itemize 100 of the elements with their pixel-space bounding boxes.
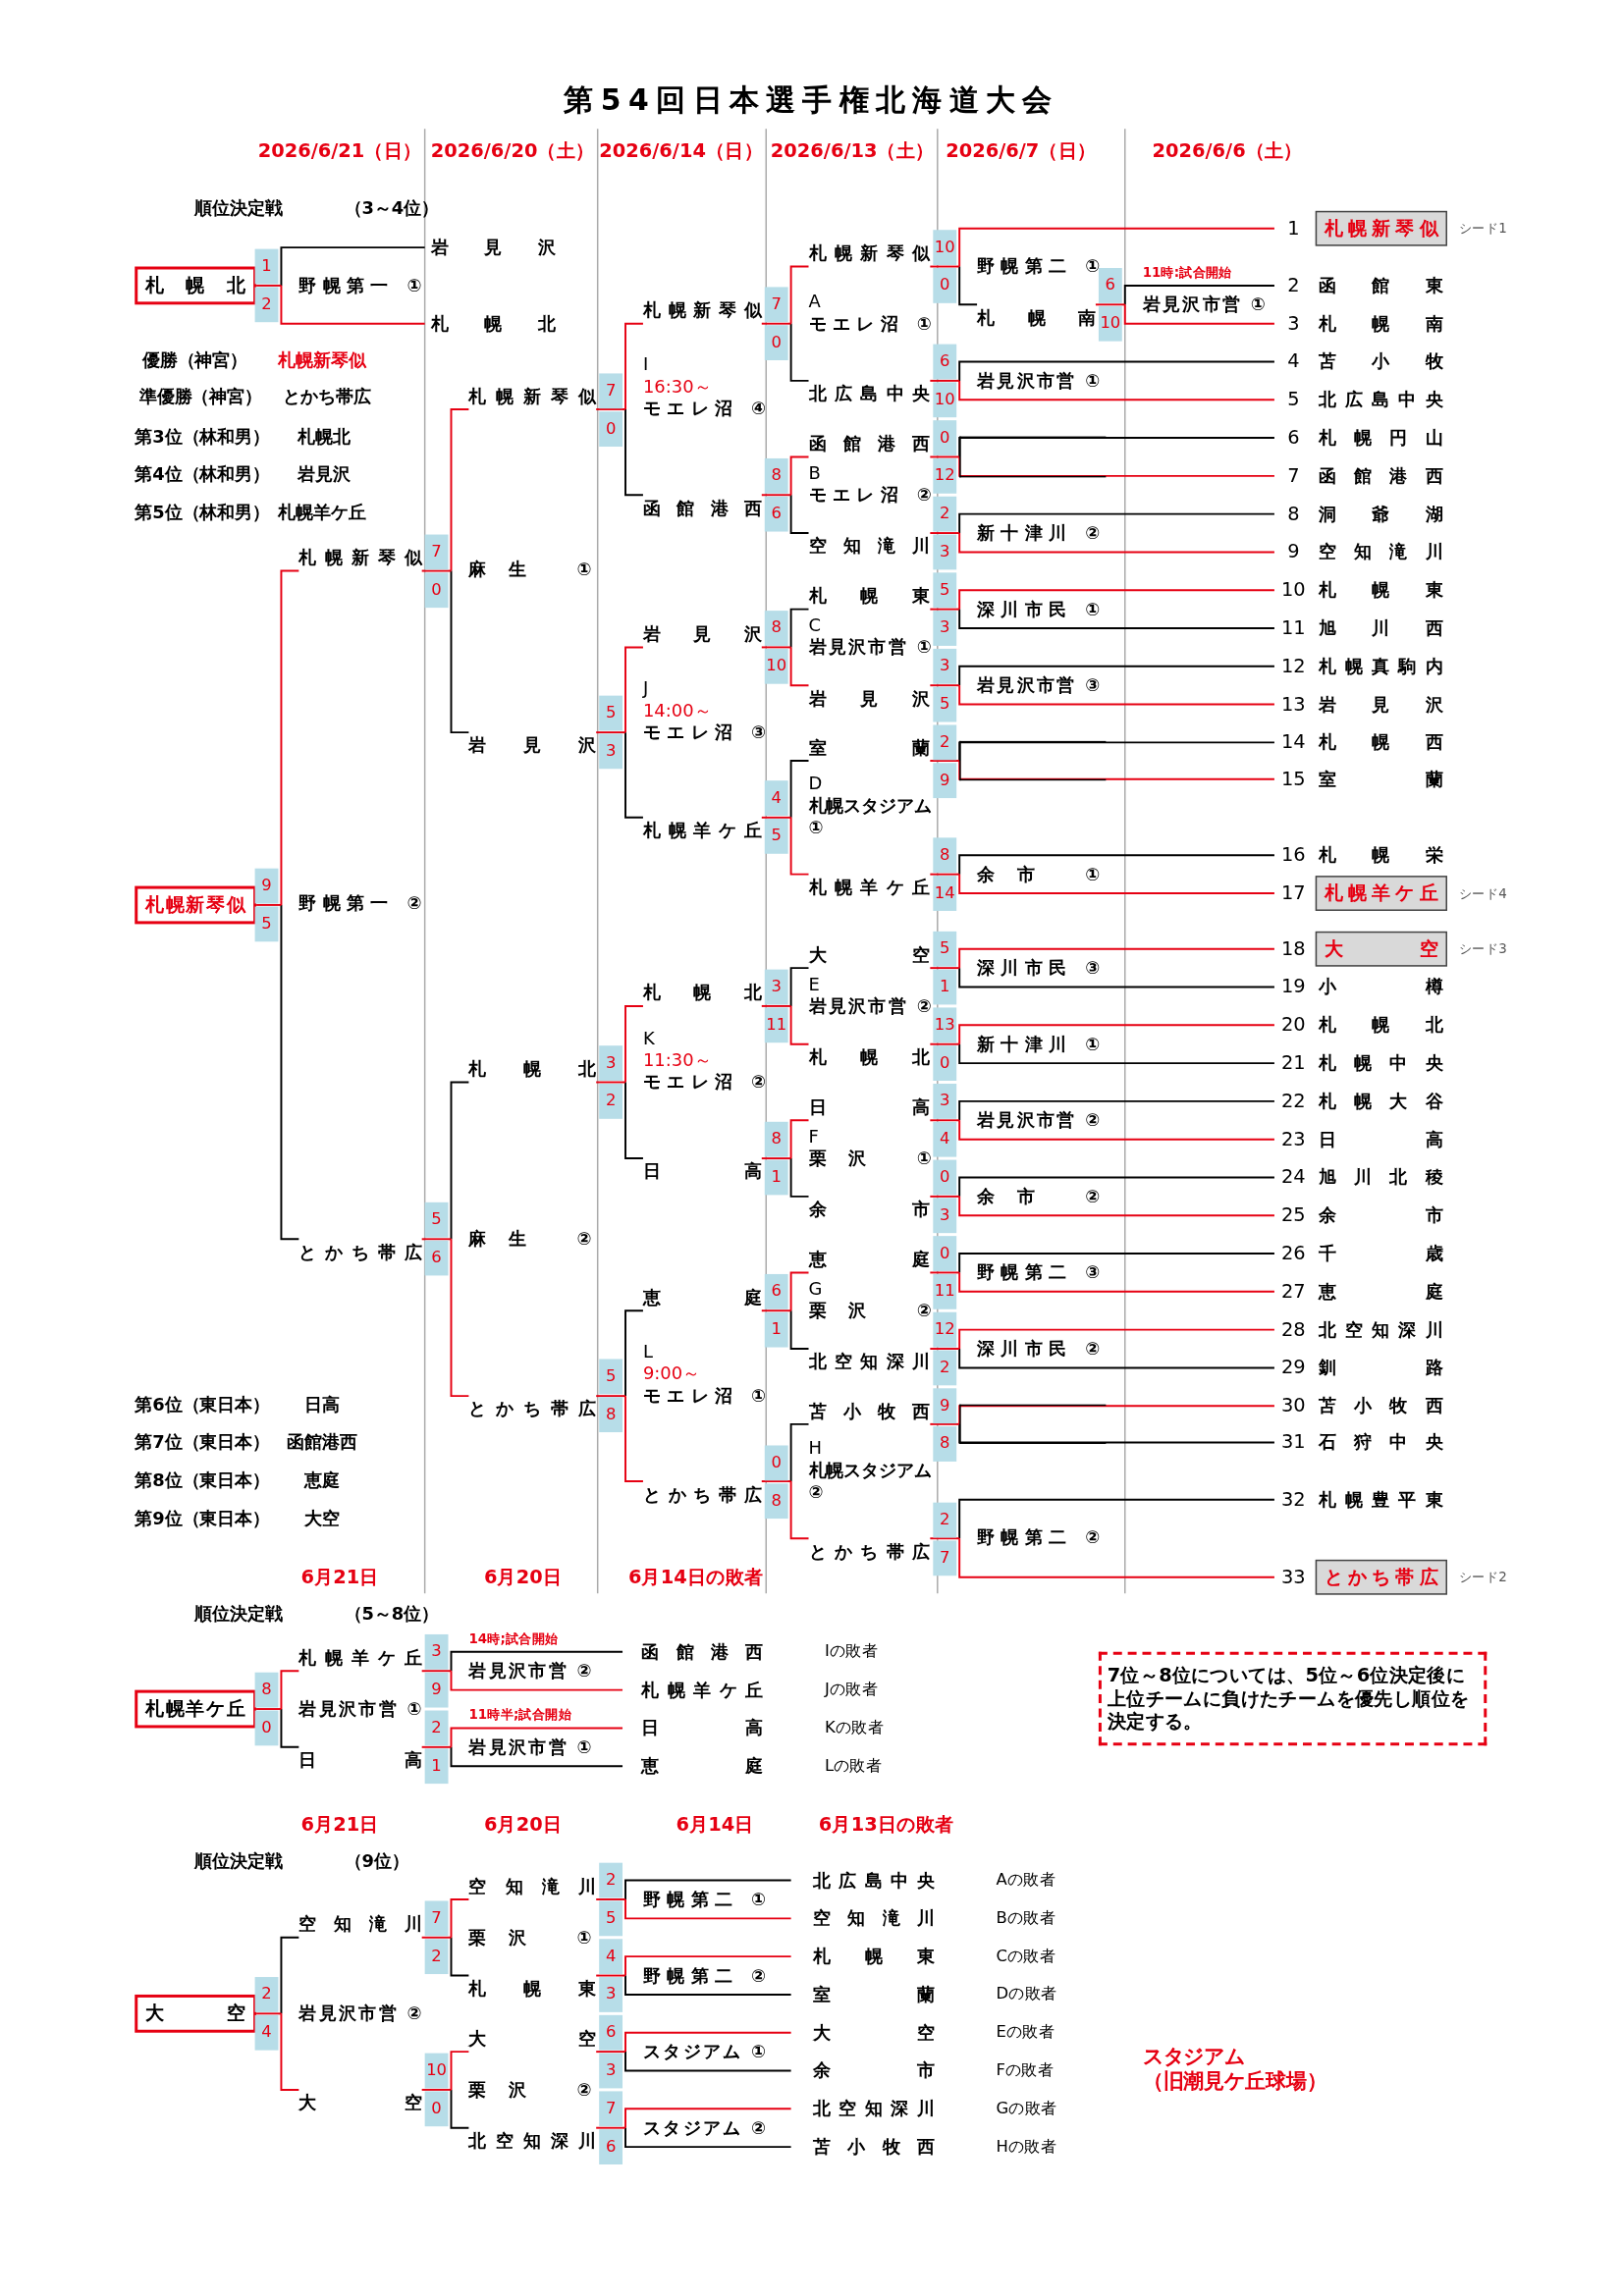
bracket-line xyxy=(789,1271,810,1312)
bracket-line xyxy=(789,1422,810,1482)
ranking-text: とかち帯広 xyxy=(282,385,371,409)
team-name: 空知滝川 xyxy=(813,1906,935,1931)
bracket-line xyxy=(958,589,1275,611)
score-label: 6 xyxy=(1098,268,1122,303)
team-name: 日高 xyxy=(298,1748,422,1773)
score-label: 4 xyxy=(933,1121,957,1157)
date-heading: 2026/6/13（土） xyxy=(770,137,935,164)
round-heading: 6月13日の敗者 xyxy=(818,1811,954,1838)
score-label: 8 xyxy=(933,837,957,874)
score-label: 2 xyxy=(424,1710,449,1746)
score-label: 7 xyxy=(599,2091,623,2127)
game-letter: G xyxy=(808,1277,823,1299)
team-name: 空知滝川 xyxy=(468,1874,597,1898)
bracket-line xyxy=(929,379,961,382)
bracket-line xyxy=(624,322,644,410)
score-label: 9 xyxy=(933,1387,957,1423)
team-name: 恵庭 xyxy=(1318,1280,1443,1305)
score-label: 0 xyxy=(254,1710,279,1746)
seed-number: 20 xyxy=(1280,1012,1307,1038)
seed-team-box: 大空 xyxy=(1315,931,1447,967)
score-label: 0 xyxy=(933,1045,957,1081)
team-name: 函館港西 xyxy=(808,432,931,455)
team-name: 札幌栄 xyxy=(1318,843,1443,868)
venue-name: 栗沢 ① xyxy=(468,1926,592,1949)
bracket-line xyxy=(624,646,644,734)
ranking-text: 札幌羊ケ丘 xyxy=(278,501,366,525)
seed-number: 13 xyxy=(1280,691,1307,718)
bracket-line xyxy=(450,1081,470,1241)
seed-label: シード3 xyxy=(1458,940,1507,959)
score-label: 0 xyxy=(933,1236,957,1271)
ranking-text: 第8位（東日本） xyxy=(135,1468,271,1493)
bracket-line xyxy=(958,227,1275,268)
bracket-line xyxy=(1094,303,1126,306)
date-heading: 2026/6/6（土） xyxy=(1152,137,1303,164)
game-letter: I xyxy=(642,354,649,375)
score-label: 1 xyxy=(424,1748,449,1785)
team-name: 札幌真駒内 xyxy=(1318,655,1443,679)
score-label: 2 xyxy=(424,1939,449,1975)
score-label: 8 xyxy=(764,611,788,646)
bracket-line xyxy=(929,1348,961,1350)
score-label: 9 xyxy=(933,762,957,798)
seed-label: シード2 xyxy=(1458,1569,1507,1587)
bracket-line xyxy=(929,265,961,268)
bracket-line xyxy=(280,2012,300,2091)
bracket-line xyxy=(958,967,1275,988)
score-label: 0 xyxy=(599,410,623,447)
bracket-line xyxy=(760,494,792,497)
team-name: 空知滝川 xyxy=(298,1912,422,1937)
start-time: 9:00～ xyxy=(642,1362,701,1384)
team-name: 岩見沢 xyxy=(1318,693,1443,718)
bracket-line xyxy=(789,816,810,876)
bracket-line xyxy=(958,360,1275,382)
team-name: 札幌豊平東 xyxy=(1318,1488,1443,1513)
team-name: とかち帯広 xyxy=(298,1240,422,1264)
score-label: 5 xyxy=(424,1202,449,1238)
score-label: 2 xyxy=(599,1084,623,1119)
score-label: 6 xyxy=(599,2014,623,2051)
seed-number: 2 xyxy=(1286,273,1301,298)
bracket-line xyxy=(280,284,426,325)
loser-note: Aの敗者 xyxy=(996,1870,1055,1891)
score-label: 12 xyxy=(933,1311,957,1348)
team-name: 大空 xyxy=(298,2091,422,2115)
team-name: 札幌円山 xyxy=(1318,426,1443,451)
ranking-text: 第4位（林和男） xyxy=(135,462,271,487)
venue-name: 野幌第一 ① xyxy=(298,274,422,297)
ranking-text: 岩見沢 xyxy=(297,462,351,487)
team-name: 函館港西 xyxy=(641,1640,764,1664)
bracket-line xyxy=(958,437,1275,458)
team-name: 恵庭 xyxy=(642,1285,762,1309)
seed-number: 11 xyxy=(1280,615,1307,641)
bracket-line xyxy=(624,2126,792,2149)
team-name: 岩見沢 xyxy=(808,686,931,711)
score-label: 2 xyxy=(933,1501,957,1537)
loser-note: Bの敗者 xyxy=(996,1907,1055,1929)
score-label: 14 xyxy=(933,876,957,911)
score-label: 0 xyxy=(764,1444,788,1480)
game-letter: A xyxy=(808,291,821,311)
venue-name: 岩見沢市営 ③ xyxy=(977,674,1101,697)
team-name: 札幌新琴似 xyxy=(642,298,762,323)
venue-name: モエレ沼 ② xyxy=(808,484,932,507)
venue-name: 深川市民 ① xyxy=(977,598,1101,620)
venue-name: 栗沢 ② xyxy=(468,2078,592,2102)
bracket-line xyxy=(789,1480,810,1540)
score-label: 5 xyxy=(933,572,957,609)
team-name: 札幌北 xyxy=(424,311,560,336)
bracket-line xyxy=(420,569,453,572)
seed-number: 33 xyxy=(1280,1564,1307,1590)
team-name: 札幌新琴似 xyxy=(298,546,422,570)
venue-name: 札幌スタジアム ② xyxy=(808,1459,932,1504)
bracket-line xyxy=(958,608,1275,629)
bracket-line xyxy=(420,1670,453,1673)
venue-name: 岩見沢市営 ① xyxy=(1142,294,1266,316)
score-label: 4 xyxy=(254,2014,279,2051)
bracket-line xyxy=(760,646,792,649)
bracket-line xyxy=(280,1708,300,1748)
bracket-line xyxy=(420,1745,453,1748)
seed-number: 23 xyxy=(1280,1126,1307,1152)
team-name: 北空知深川 xyxy=(1318,1318,1443,1343)
